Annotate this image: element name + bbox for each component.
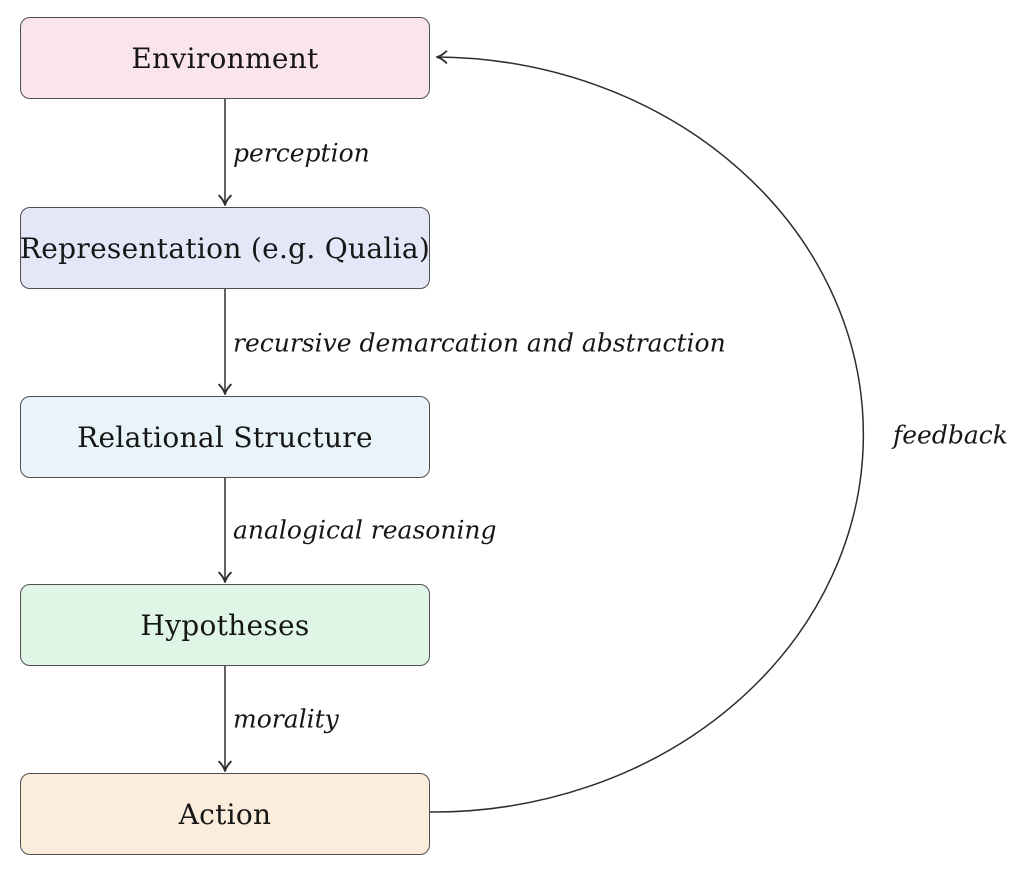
node-action: Action	[20, 773, 430, 855]
node-environment: Environment	[20, 17, 430, 99]
node-representation: Representation (e.g. Qualia)	[20, 207, 430, 289]
edge-label-perception: perception	[233, 138, 370, 168]
node-relational-structure: Relational Structure	[20, 396, 430, 478]
node-hypotheses: Hypotheses	[20, 584, 430, 666]
edge-label-analogical-reasoning: analogical reasoning	[233, 515, 497, 545]
edge-label-feedback: feedback	[893, 420, 1008, 450]
edge-label-recursive-demarcation: recursive demarcation and abstraction	[233, 328, 726, 358]
node-hypotheses-label: Hypotheses	[140, 608, 310, 642]
node-environment-label: Environment	[131, 41, 319, 75]
arrow-feedback	[429, 50, 865, 813]
node-action-label: Action	[178, 797, 272, 831]
edge-label-morality: morality	[233, 704, 339, 734]
node-representation-label: Representation (e.g. Qualia)	[19, 231, 431, 265]
node-relational-structure-label: Relational Structure	[77, 420, 373, 454]
